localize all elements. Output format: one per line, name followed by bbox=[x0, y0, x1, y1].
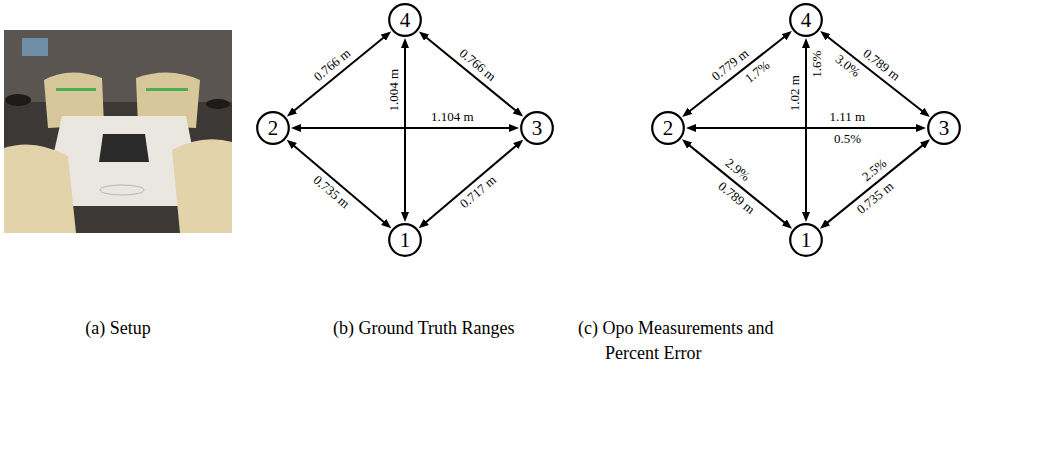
range-arrow bbox=[685, 34, 788, 115]
node-number: 2 bbox=[663, 118, 674, 139]
node-number: 3 bbox=[532, 118, 543, 139]
range-arrow bbox=[295, 127, 515, 129]
node-circle: 3 bbox=[520, 111, 554, 145]
range-arrow bbox=[290, 142, 388, 226]
photo-table-mark bbox=[100, 185, 144, 195]
photo-chair-front bbox=[172, 139, 232, 233]
node-number: 4 bbox=[801, 10, 812, 31]
node-circle-outline bbox=[790, 4, 822, 36]
node-circle: 1 bbox=[388, 223, 422, 257]
node-circle-outline bbox=[652, 112, 684, 144]
range-label: 1.02 m bbox=[788, 73, 802, 113]
photo-chair-front bbox=[4, 144, 76, 233]
photo-chair-stripe bbox=[56, 88, 96, 91]
node-circle-outline bbox=[257, 112, 289, 144]
node-number: 4 bbox=[400, 10, 411, 31]
node-number: 2 bbox=[268, 118, 279, 139]
node-circle: 2 bbox=[256, 111, 290, 145]
node-circle: 1 bbox=[789, 223, 823, 257]
range-arrow bbox=[422, 142, 520, 226]
percent-error: 0.5% bbox=[832, 132, 863, 146]
range-arrow bbox=[690, 127, 922, 129]
range-arrow bbox=[805, 42, 807, 218]
range-label: 1.004 m bbox=[387, 67, 401, 114]
node-circle: 4 bbox=[388, 3, 422, 37]
node-circle-outline bbox=[790, 224, 822, 256]
node-circle-outline bbox=[521, 112, 553, 144]
node-circle: 4 bbox=[789, 3, 823, 37]
node-circle: 2 bbox=[651, 111, 685, 145]
subfigure-caption: (a) Setup bbox=[85, 316, 150, 341]
range-arrow bbox=[823, 34, 926, 115]
range-arrow bbox=[823, 142, 927, 226]
photo-side-table bbox=[5, 94, 31, 106]
subfigure-caption: (b) Ground Truth Ranges bbox=[333, 316, 515, 341]
range-label: 1.11 m bbox=[827, 110, 867, 124]
range-arrow bbox=[290, 34, 388, 114]
photo-poster bbox=[22, 38, 48, 56]
node-number: 1 bbox=[801, 230, 812, 251]
node-circle-outline bbox=[389, 224, 421, 256]
subfigure-caption: (c) Opo Measurements and Percent Error bbox=[578, 316, 813, 366]
photo-chair-stripe bbox=[146, 88, 188, 91]
photo-side-table bbox=[206, 99, 230, 109]
node-number: 3 bbox=[939, 118, 950, 139]
node-circle-outline bbox=[928, 112, 960, 144]
node-number: 1 bbox=[400, 230, 411, 251]
setup-photo bbox=[4, 30, 232, 233]
node-circle-outline bbox=[389, 4, 421, 36]
percent-error: 1.6% bbox=[810, 49, 824, 80]
range-arrow bbox=[685, 142, 789, 226]
range-arrow bbox=[422, 34, 520, 114]
range-arrow bbox=[404, 42, 406, 218]
node-circle: 3 bbox=[927, 111, 961, 145]
photo-background bbox=[4, 30, 232, 233]
range-label: 1.104 m bbox=[429, 110, 476, 124]
photo-table-device bbox=[99, 134, 149, 162]
